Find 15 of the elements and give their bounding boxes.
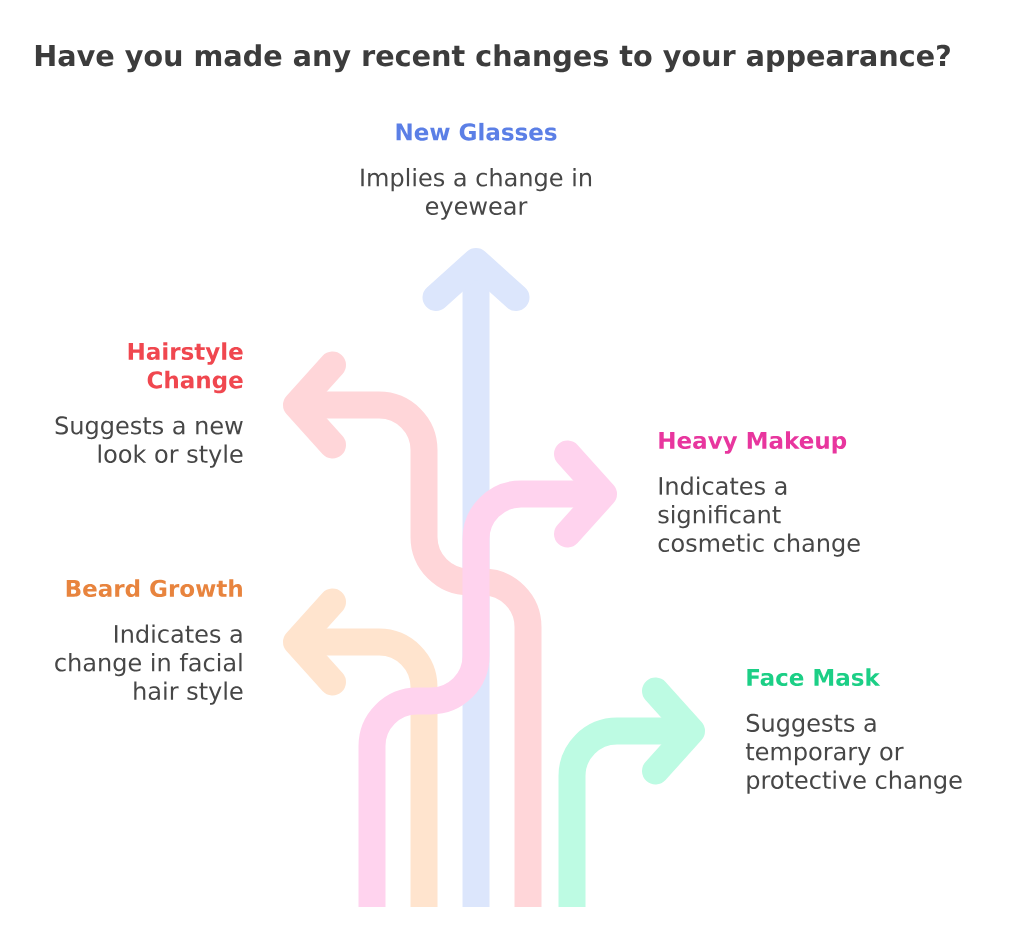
title: Have you made any recent changes to your appearance?: [35, 44, 950, 73]
arrow: [283, 588, 438, 907]
heading: Face Mask: [747, 668, 881, 687]
heading: Heavy Makeup: [659, 431, 847, 454]
description: Suggests a temporary or protective change: [745, 713, 962, 794]
heading: New Glasses: [396, 122, 557, 141]
description: Suggests a new look or style: [55, 416, 243, 468]
heading: Hairstyle Change: [128, 342, 243, 394]
description: Indicates a change in facial hair style: [55, 624, 243, 705]
arrow: [283, 351, 542, 907]
arrow: [558, 677, 705, 907]
description: Implies a change in eyewear: [361, 167, 592, 220]
arrow: [358, 440, 617, 907]
description: Indicates a significant cosmetic change: [658, 476, 860, 557]
heading: Beard Growth: [66, 579, 242, 598]
